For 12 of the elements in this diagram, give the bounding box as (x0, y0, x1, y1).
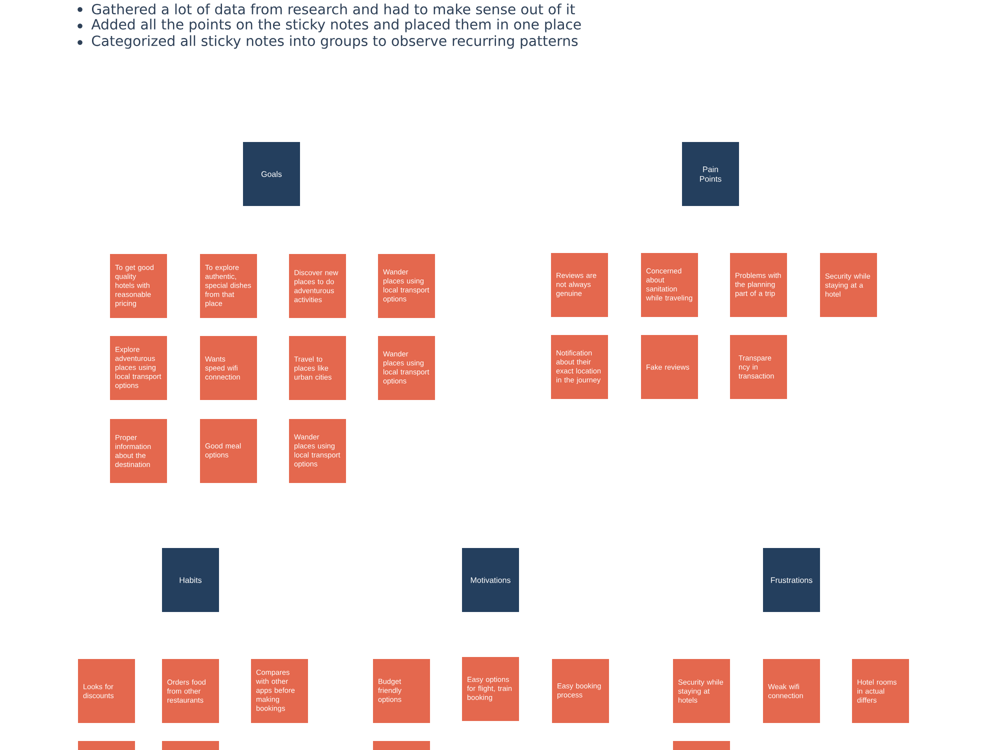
sticky-note (673, 741, 730, 750)
sticky-note (162, 741, 219, 750)
category-box: Motivations (462, 548, 519, 612)
category-box: Pain Points (682, 142, 739, 206)
bullet-text: Categorized all sticky notes into groups to observe recurring patterns (92, 35, 578, 49)
sticky-note (78, 741, 135, 750)
bullet-text: Added all the points on the sticky notes and placed them in one place (91, 18, 581, 32)
category-box: Habits (162, 548, 219, 612)
bullet-text: Gathered a lot of data from research and had to make sense out of it (92, 4, 575, 14)
category-box: Frustrations (763, 548, 820, 612)
sticky-note (373, 741, 430, 750)
category-box: Goals (243, 142, 300, 206)
